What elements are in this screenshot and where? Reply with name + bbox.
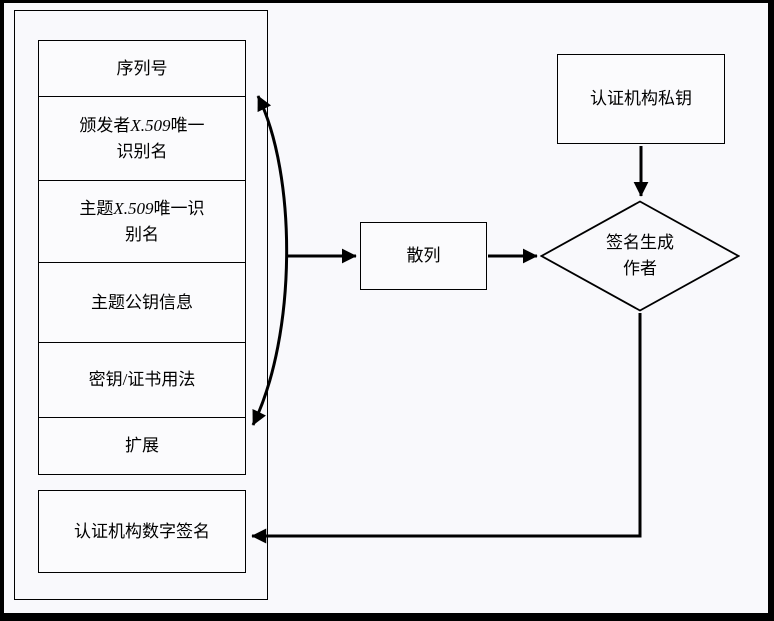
ca-private-key-box-label: 认证机构私钥: [590, 89, 692, 108]
signer-diamond: 签名生成 作者: [540, 200, 740, 312]
field-ca-digital-signature: 认证机构数字签名: [38, 490, 246, 573]
field-ca-digital-signature-label: 认证机构数字签名: [74, 521, 210, 541]
field-subject-dn: 主题X.509唯一识 别名: [38, 180, 246, 263]
field-key-cert-usage: 密钥/证书用法: [38, 342, 246, 418]
field-extensions: 扩展: [38, 417, 246, 475]
hash-box: 散列: [360, 222, 487, 290]
hash-box-label: 散列: [406, 246, 441, 265]
field-subject-public-key-info-label: 主题公钥信息: [91, 292, 193, 312]
field-key-cert-usage-label: 密钥/证书用法: [88, 370, 196, 389]
ca-private-key-box: 认证机构私钥: [557, 54, 725, 144]
field-extensions-label: 扩展: [125, 436, 159, 455]
field-issuer-dn: 颁发者X.509唯一 识别名: [38, 96, 246, 181]
diamond-shape-icon: [540, 200, 740, 312]
field-serial-number-label: 序列号: [116, 58, 168, 78]
field-subject-dn-label: 主题X.509唯一识 别名: [79, 198, 205, 244]
signer-diamond-label: 签名生成 作者: [606, 233, 674, 278]
arrow-signer-to-signature: [251, 313, 642, 544]
field-subject-public-key-info: 主题公钥信息: [38, 262, 246, 343]
field-issuer-dn-label: 颁发者X.509唯一 识别名: [79, 115, 205, 161]
field-serial-number: 序列号: [38, 40, 246, 97]
